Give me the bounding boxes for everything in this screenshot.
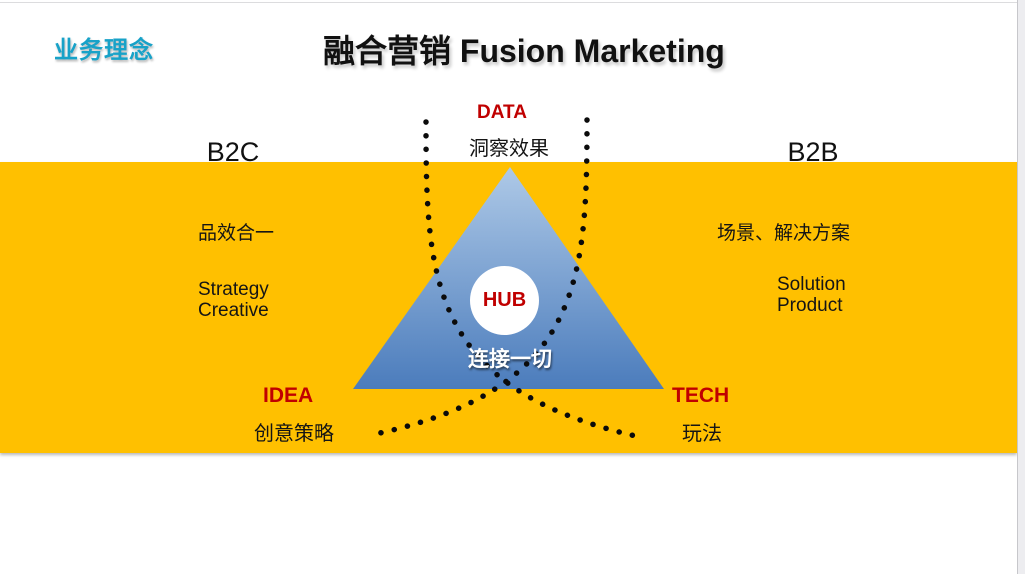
page-title: 融合营销 Fusion Marketing	[323, 33, 725, 69]
slide-top-edge	[0, 2, 1025, 3]
b2c-point-1: 品效合一	[198, 223, 275, 244]
b2c-point-2: Strategy Creative	[198, 279, 269, 321]
dotted-curve-right	[377, 117, 590, 436]
b2b-line-solution: Solution	[777, 274, 846, 295]
b2c-line-strategy: Strategy	[198, 279, 269, 300]
node-tech-label: TECH	[672, 384, 730, 407]
dotted-curve-left	[423, 119, 643, 440]
node-tech-sub: 玩法	[682, 423, 722, 445]
b2b-point-2: Solution Product	[777, 274, 846, 316]
node-idea-sub: 创意策略	[254, 423, 334, 445]
app-right-gutter	[1017, 0, 1025, 574]
section-badge: 业务理念	[54, 37, 154, 64]
b2b-line-product: Product	[777, 295, 843, 316]
hub-sub-label: 连接一切	[468, 348, 552, 371]
node-data-label: DATA	[477, 102, 527, 123]
segment-b2c-label: B2C	[206, 137, 260, 167]
hub-circle: HUB	[470, 266, 539, 335]
b2b-point-1: 场景、解决方案	[717, 223, 851, 244]
node-idea-label: IDEA	[263, 384, 314, 407]
segment-b2b-label: B2B	[787, 137, 839, 167]
b2c-line-creative: Creative	[198, 300, 269, 321]
node-data-sub: 洞察效果	[469, 138, 549, 160]
hub-label: HUB	[482, 289, 527, 311]
